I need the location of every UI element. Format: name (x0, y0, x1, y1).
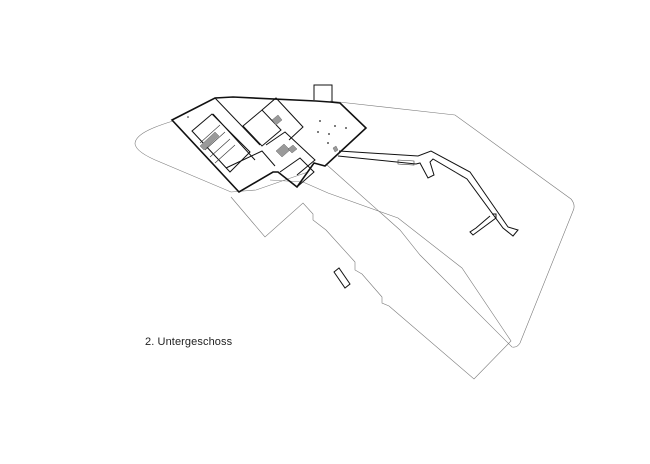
drawing-title: 2. Untergeschoss (145, 336, 233, 348)
site-outline (134, 100, 575, 380)
tunnel-corridor (333, 150, 519, 289)
building-walls (170, 84, 368, 194)
